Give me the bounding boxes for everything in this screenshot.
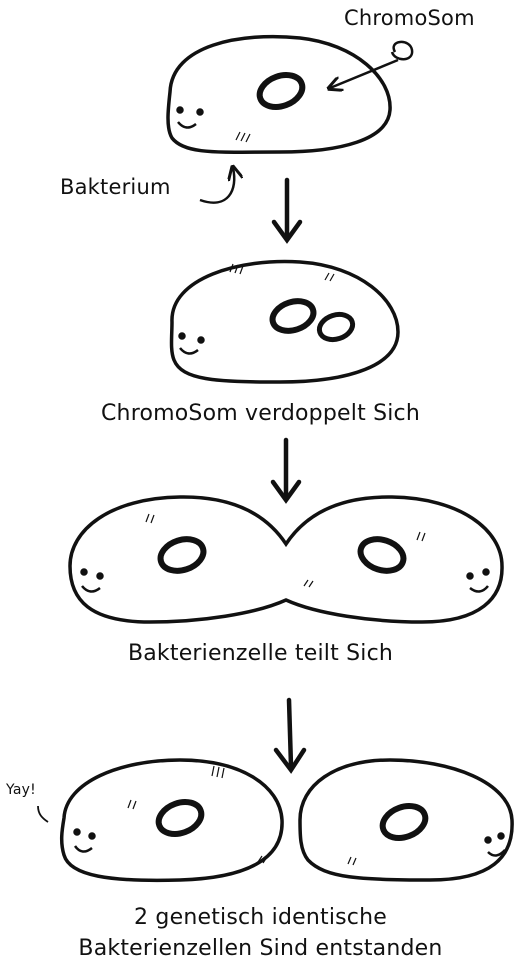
bacterium-label: Bakterium: [60, 175, 171, 199]
cell-1-membrane: [168, 37, 390, 153]
down-arrow-2-icon: [273, 440, 299, 500]
chromosome-label: ChromoSom: [344, 6, 475, 30]
bacterium-cell-2: [172, 262, 399, 383]
cell-3-membrane: [70, 497, 502, 622]
cell-4-left-membrane: [62, 760, 282, 880]
bacterium-cell-4-right: [300, 760, 512, 880]
yay-label: Yay!: [6, 782, 36, 798]
bacterium-cell-3-dividing: [70, 497, 502, 622]
bacterium-pointer-arrow: [200, 168, 234, 203]
cell-4-right-membrane: [300, 760, 512, 880]
down-arrow-3-icon: [276, 700, 304, 770]
cell-2-membrane: [172, 262, 399, 383]
step-3-caption-line-2: Bakterienzellen Sind entstanden: [0, 936, 521, 961]
step-1-caption: ChromoSom verdoppelt Sich: [0, 401, 521, 426]
step-3-caption-line-1: 2 genetisch identische: [0, 905, 521, 930]
bacterium-cell-1: [168, 37, 390, 153]
yay-pointer: [38, 806, 48, 822]
down-arrow-1-icon: [274, 180, 300, 240]
step-2-caption: Bakterienzelle teilt Sich: [0, 641, 521, 666]
bacterium-cell-4-left: [62, 760, 282, 880]
